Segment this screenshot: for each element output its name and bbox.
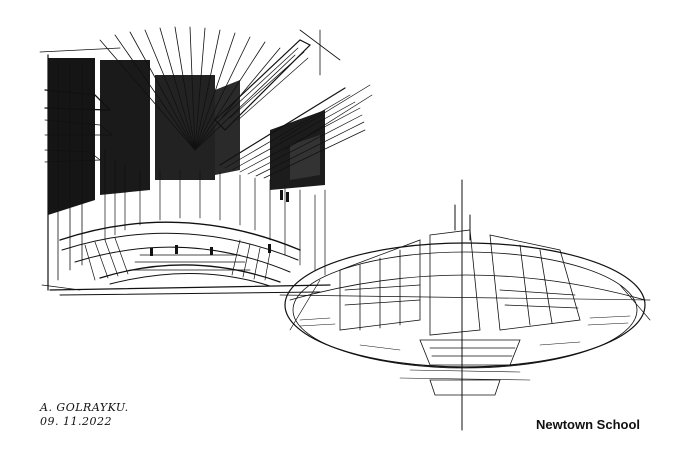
signature-name: A. GOLRAYKU. [40, 401, 129, 414]
frame-lines [39, 29, 341, 291]
oval-plan-sketch [279, 179, 651, 431]
oval-hatch [299, 315, 631, 381]
oval-outline [284, 242, 646, 369]
axis-lines [279, 179, 651, 431]
left-floor-plates [44, 54, 114, 291]
signature-date: 09. 11.2022 [40, 415, 112, 428]
sketch-caption: Newtown School [536, 417, 640, 432]
interior-perspective-sketch [39, 26, 373, 296]
stair-treads [84, 237, 271, 281]
oval-inner-structures [339, 229, 581, 396]
amphitheater-curve [49, 221, 331, 296]
people-figures [150, 190, 289, 256]
artist-signature: A. GOLRAYKU. 09. 11.2022 [40, 401, 129, 429]
right-roof-hatch [214, 39, 373, 179]
column-hatch [104, 149, 326, 276]
